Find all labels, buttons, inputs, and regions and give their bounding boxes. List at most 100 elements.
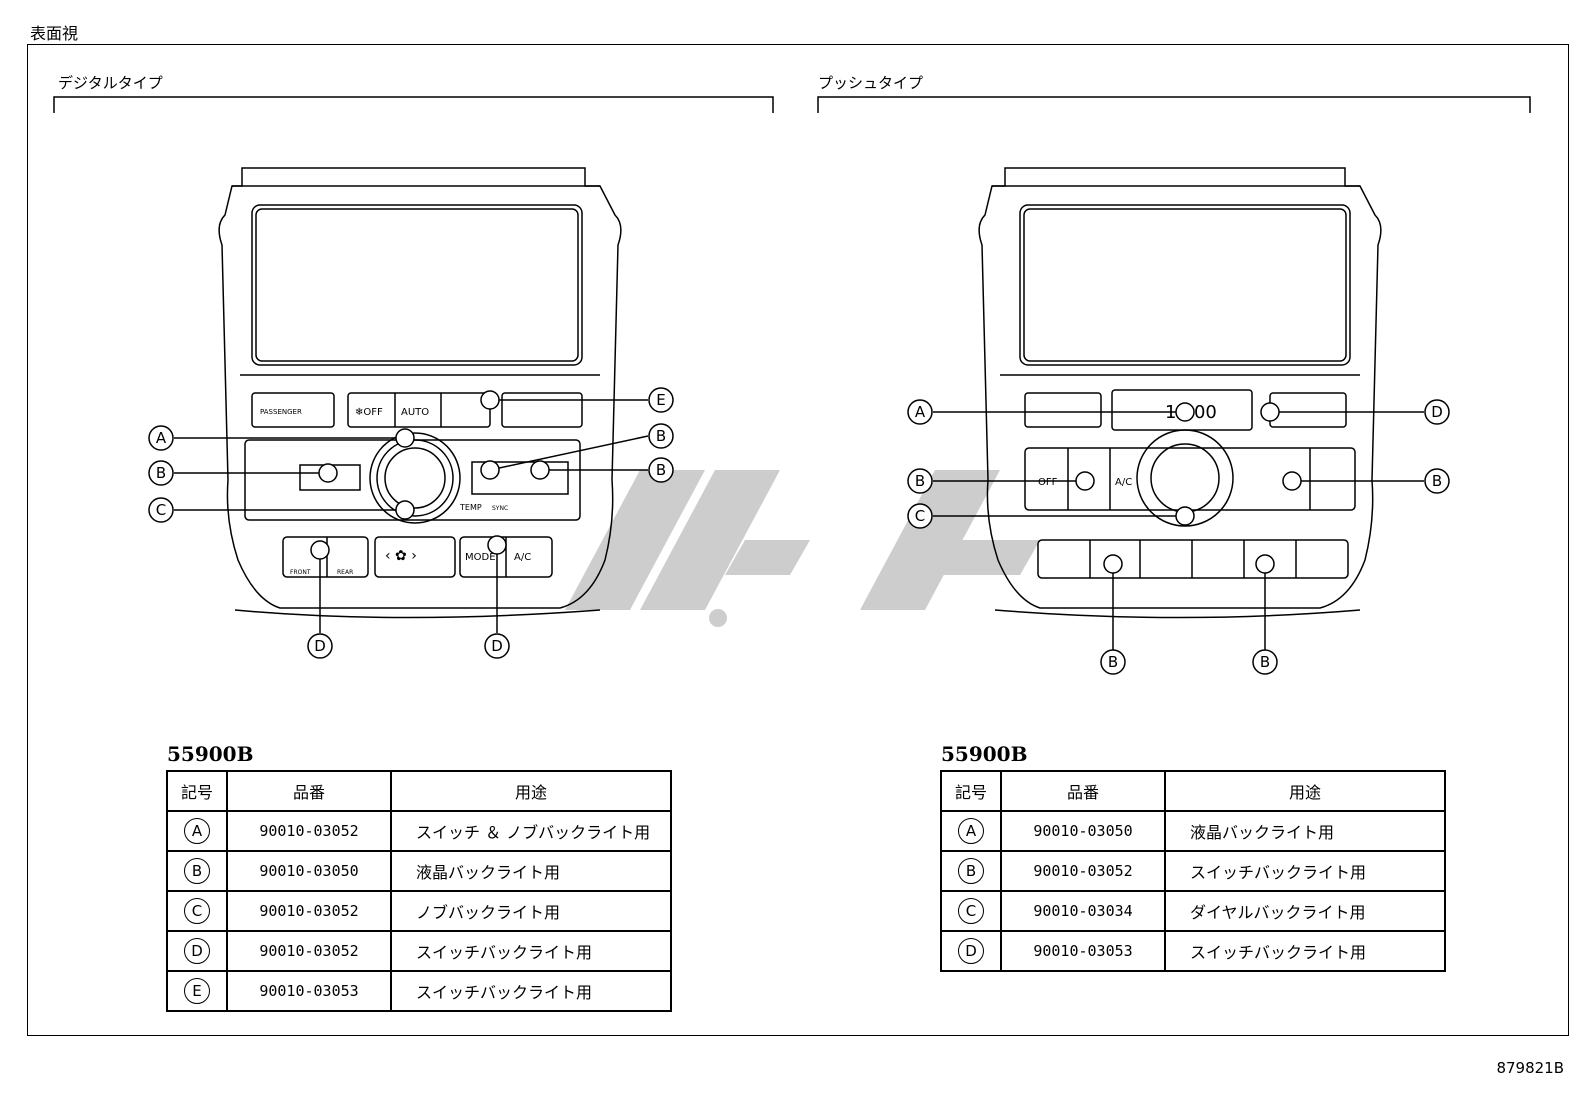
auto-button: AUTO [401,407,429,418]
col-symbol: 記号 [166,770,228,812]
row-symbol: C [184,898,210,924]
svg-text:A: A [915,403,926,421]
watermark-logo [565,470,1040,627]
svg-text:A: A [156,429,167,447]
row-symbol: D [184,938,210,964]
push-climate-panel [978,167,1382,619]
drawing-frame [27,44,1569,1036]
row-symbol: A [184,818,210,844]
digital-callout-c: C [148,497,174,523]
row-part-number: 90010-03053 [1000,930,1166,972]
row-part-number: 90010-03052 [226,930,392,972]
rear-defrost-button: REAR [337,569,353,576]
svg-text:D: D [491,637,503,655]
push-callout-b-bottom-left: B [1100,649,1126,675]
col-use: 用途 [390,770,672,812]
row-use: スイッチバックライト用 [1164,850,1446,892]
col-part-number: 品番 [226,770,392,812]
digital-callout-b-right: B [648,457,674,483]
digital-callout-b-left: B [148,460,174,486]
push-callout-b-right: B [1424,468,1450,494]
digital-callout-a: A [148,425,174,451]
digital-callout-d-left: D [307,633,333,659]
row-use: スイッチバックライト用 [1164,930,1446,972]
svg-text:B: B [1260,653,1270,671]
svg-text:B: B [656,461,666,479]
push-callout-lines [933,411,1424,650]
push-callout-b-bottom-right: B [1252,649,1278,675]
digital-climate-panel [218,167,622,619]
row-part-number: 90010-03050 [1000,810,1166,852]
svg-text:C: C [915,507,925,525]
row-use: スイッチバックライト用 [390,930,672,972]
push-off-button: OFF [1038,477,1058,488]
reference-code: 879821B [1496,1059,1564,1077]
svg-text:B: B [156,464,166,482]
ac-button: A/C [514,552,531,563]
push-callout-d: D [1424,399,1450,425]
push-part-label: 55900B [941,742,1028,766]
digital-bracket [53,96,774,113]
row-part-number: 90010-03034 [1000,890,1166,932]
digital-callout-d-right: D [484,633,510,659]
row-symbol: C [958,898,984,924]
mode-button: MODE [465,552,496,563]
row-symbol: D [958,938,984,964]
svg-text:E: E [656,391,665,409]
front-defrost-button: FRONT [290,569,311,576]
digital-target-dots [310,390,550,560]
row-symbol: E [184,978,210,1004]
push-target-dots [1075,402,1302,574]
digital-part-label: 55900B [167,742,254,766]
svg-text:D: D [314,637,326,655]
push-callout-b-left: B [907,468,933,494]
row-use: 液晶バックライト用 [1164,810,1446,852]
push-ac-button: A/C [1115,477,1132,488]
digital-section-title: デジタルタイプ [58,74,163,92]
row-part-number: 90010-03052 [226,890,392,932]
row-symbol: A [958,818,984,844]
svg-text:B: B [1108,653,1118,671]
push-callout-badges: A B C D B B B [907,399,1450,675]
row-use: スイッチ ＆ ノブバックライト用 [390,810,672,852]
row-symbol: B [184,858,210,884]
row-use: 液晶バックライト用 [390,850,672,892]
push-bracket [817,96,1531,113]
push-callout-c: C [907,503,933,529]
row-part-number: 90010-03050 [226,850,392,892]
col-use: 用途 [1164,770,1446,812]
svg-text:‹ ✿ ›: ‹ ✿ › [385,548,417,564]
digital-callout-e: E [648,387,674,413]
digital-callout-lines [174,399,649,633]
fan-off-button: ❄OFF [355,407,383,418]
row-part-number: 90010-03053 [226,970,392,1012]
svg-text:C: C [156,501,166,519]
temp-label: TEMP [459,503,482,512]
row-use: ノブバックライト用 [390,890,672,932]
push-section-title: プッシュタイプ [818,74,924,92]
passenger-button: PASSENGER [260,408,302,416]
row-use: スイッチバックライト用 [390,970,672,1012]
digital-callout-b-upper: B [648,423,674,449]
digital-callout-badges: A B C E B B D D [148,387,674,659]
svg-text:B: B [656,427,666,445]
digital-button-labels: PASSENGER ❄OFF AUTO FRONT REAR ‹ ✿ › MOD… [260,407,531,576]
row-part-number: 90010-03052 [226,810,392,852]
col-symbol: 記号 [940,770,1002,812]
svg-text:B: B [915,472,925,490]
view-label: 表面視 [30,24,79,43]
push-callout-a: A [907,399,933,425]
row-part-number: 90010-03052 [1000,850,1166,892]
svg-text:D: D [1431,403,1443,421]
